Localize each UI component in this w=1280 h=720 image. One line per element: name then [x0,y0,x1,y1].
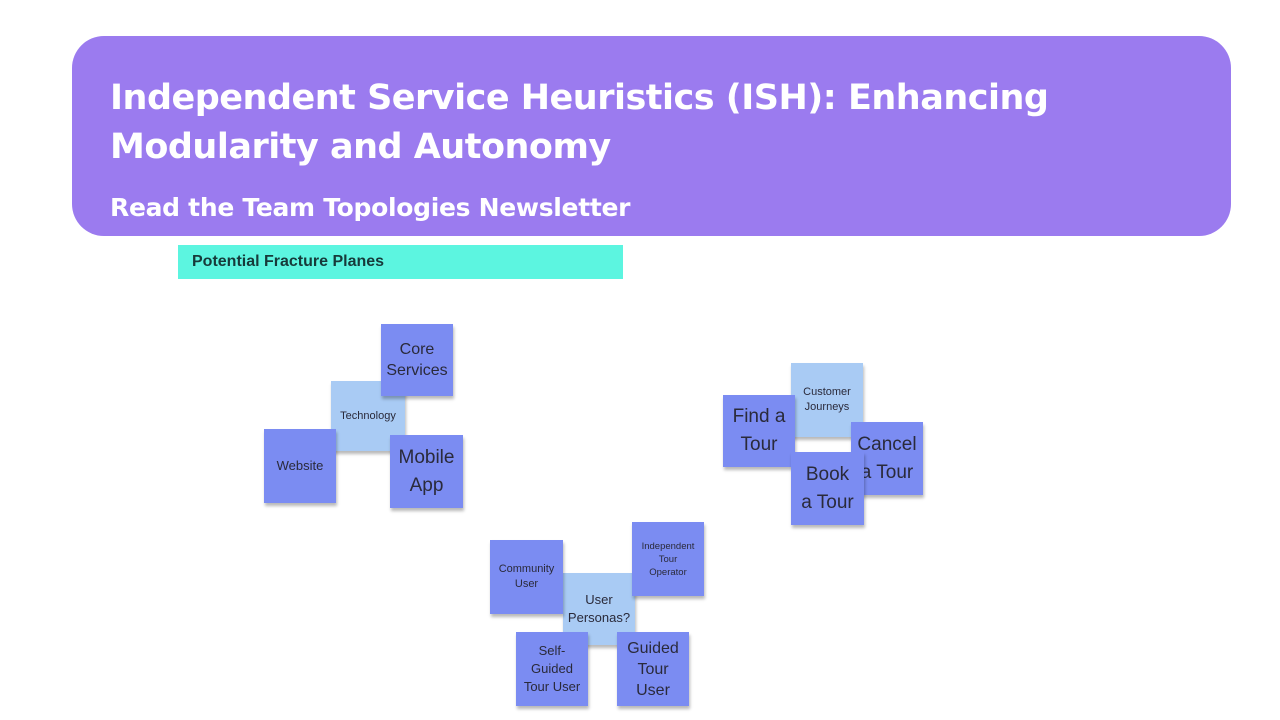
sticky-note-independent-tour-operator: Independent Tour Operator [632,522,704,596]
sticky-note-mobile-app: Mobile App [390,435,463,508]
newsletter-link[interactable]: Read the Team Topologies Newsletter [110,193,631,222]
sticky-note-customer-journeys: Customer Journeys [791,363,863,437]
banner-title: Independent Service Heuristics (ISH): En… [110,78,1049,167]
section-label: Potential Fracture Planes [178,245,623,279]
sticky-note-find-a-tour: Find a Tour [723,395,795,467]
newsletter-banner[interactable]: Independent Service Heuristics (ISH): En… [72,36,1231,236]
sticky-note-community-user: Community User [490,540,563,614]
sticky-note-website: Website [264,429,336,503]
sticky-note-guided-tour-user: Guided Tour User [617,632,689,706]
sticky-note-self-guided-tour-user: Self- Guided Tour User [516,632,588,706]
sticky-note-core-services: Core Services [381,324,453,396]
sticky-note-book-a-tour: Book a Tour [791,452,864,525]
